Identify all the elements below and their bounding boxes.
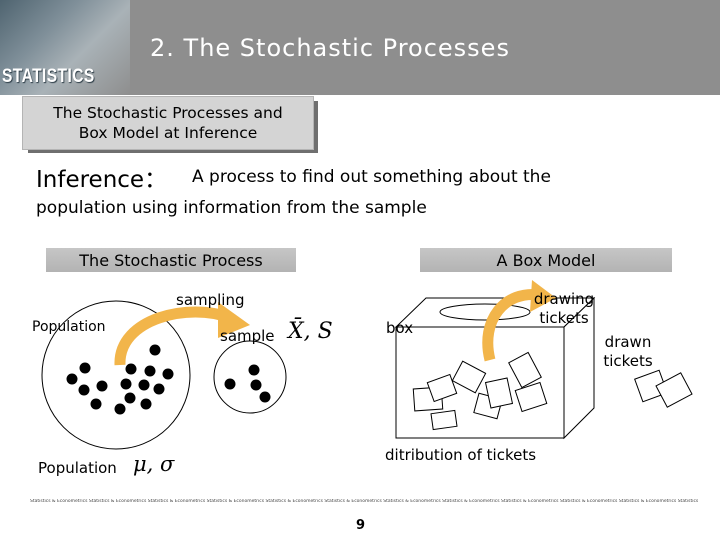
- sample-statistics: X̄, S: [288, 319, 333, 344]
- sample-circle: [214, 341, 286, 413]
- drawing-tickets-line-2: tickets: [529, 309, 599, 328]
- distribution-label: ditribution of tickets: [385, 446, 536, 464]
- drawn-tickets-line-1: drawn: [598, 333, 658, 352]
- population-label-bottom: Population: [38, 459, 117, 477]
- sampling-label: sampling: [176, 291, 245, 309]
- page-number: 9: [356, 518, 365, 533]
- drawing-tickets-label: drawing tickets: [529, 290, 599, 328]
- box-label: box: [386, 319, 413, 337]
- sample-label: sample: [220, 327, 275, 345]
- drawn-tickets: [635, 370, 692, 407]
- footer-text: Statistics & Econometrics Statistics & E…: [30, 499, 700, 504]
- drawn-tickets-label: drawn tickets: [598, 333, 658, 371]
- box-opening: [440, 304, 530, 320]
- population-label-top: Population: [32, 319, 106, 335]
- drawn-tickets-line-2: tickets: [598, 352, 658, 371]
- population-parameters: μ, σ: [133, 452, 174, 476]
- drawing-tickets-line-1: drawing: [529, 290, 599, 309]
